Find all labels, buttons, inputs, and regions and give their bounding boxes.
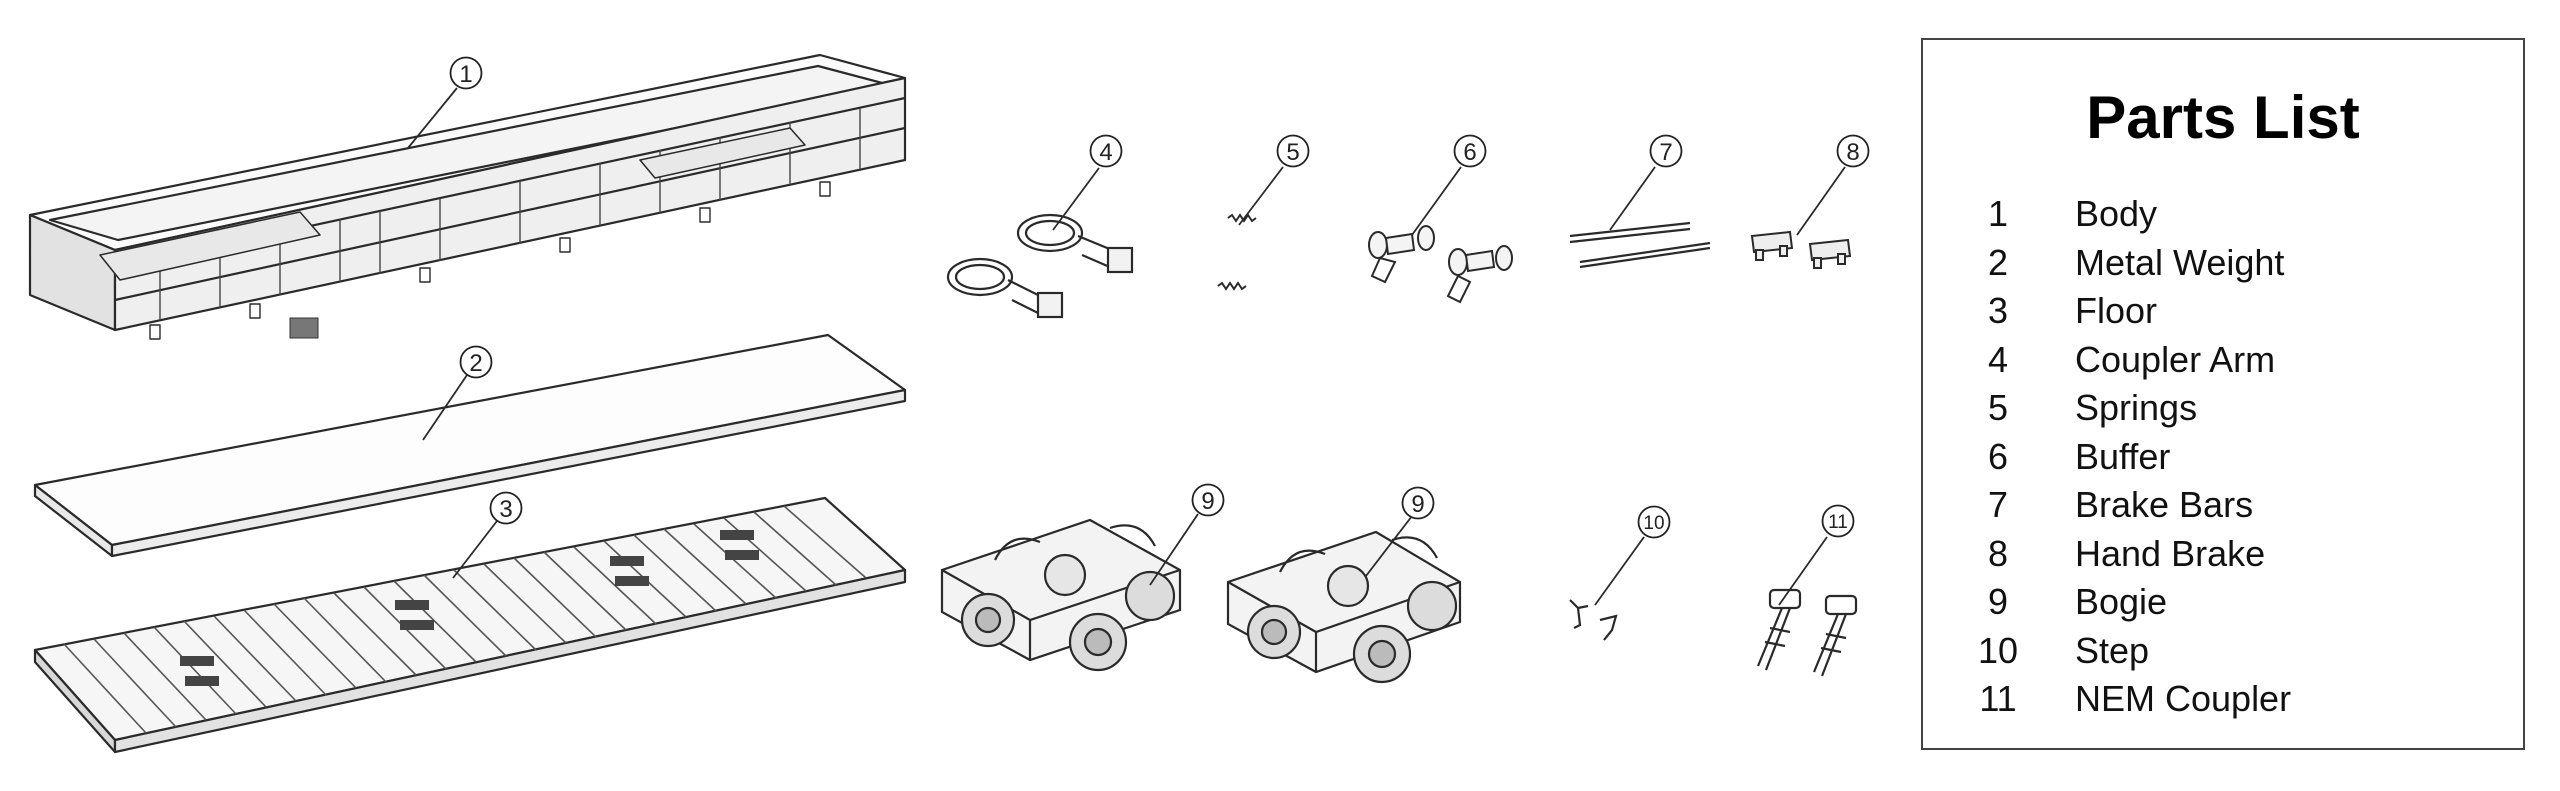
- parts-list-item-number: 10: [1977, 629, 2019, 671]
- callout-9-left-number: 9: [1201, 488, 1214, 515]
- callout-8: 8: [1836, 134, 1870, 168]
- parts-list: 1 Body 2 Metal Weight 3 Floor 4 Coupler Arm 5 Spr…: [1963, 190, 2291, 724]
- callout-11-number: 11: [1828, 512, 1848, 533]
- parts-list-item-name: Step: [2075, 629, 2150, 671]
- parts-list-item: 2 Metal Weight: [1963, 239, 2291, 288]
- callout-4: 4: [1089, 134, 1123, 168]
- parts-list-item-number: 8: [1987, 532, 2009, 574]
- callout-5: 5: [1276, 134, 1310, 168]
- parts-list-item: 9 Bogie: [1963, 578, 2291, 627]
- part-bogie-right: [1226, 530, 1462, 684]
- part-body: [28, 53, 907, 340]
- parts-list-item: 5 Springs: [1963, 384, 2291, 433]
- parts-list-item-name: Floor: [2075, 290, 2158, 332]
- parts-list-item-name: Springs: [2075, 387, 2198, 429]
- part-hand-brake: [1750, 230, 1852, 269]
- parts-list-item-name: Body: [2075, 193, 2158, 235]
- callout-5-number: 5: [1286, 139, 1299, 166]
- callout-11: 11: [1821, 504, 1855, 538]
- parts-list-item-number: 11: [1979, 678, 2017, 720]
- parts-list-item: 6 Buffer: [1963, 433, 2291, 482]
- part-brake-bars: [1569, 221, 1711, 269]
- parts-list-item-name: Brake Bars: [2075, 484, 2254, 526]
- part-step: [1569, 599, 1618, 641]
- parts-list-item-name: Coupler Arm: [2075, 338, 2276, 380]
- callout-3: 3: [489, 491, 523, 525]
- callout-9-right-number: 9: [1411, 491, 1424, 518]
- callout-10-number: 10: [1643, 513, 1664, 534]
- callout-3-number: 3: [499, 496, 512, 523]
- parts-list-item: 1 Body: [1963, 190, 2291, 239]
- parts-list-item: 3 Floor: [1963, 287, 2291, 336]
- callout-9-left: 9: [1191, 483, 1225, 517]
- callout-6-number: 6: [1463, 139, 1476, 166]
- callout-6: 6: [1453, 134, 1487, 168]
- parts-list-item: 4 Coupler Arm: [1963, 336, 2291, 385]
- callout-10: 10: [1637, 505, 1671, 539]
- part-coupler-arm: [946, 213, 1134, 319]
- parts-list-item: 11 NEM Coupler: [1963, 675, 2291, 724]
- part-bogie-left: [940, 518, 1182, 672]
- parts-list-title: Parts List: [2086, 84, 2360, 151]
- parts-list-item-number: 5: [1987, 387, 2009, 429]
- callout-1: 1: [449, 56, 483, 90]
- parts-list-item-name: Hand Brake: [2075, 532, 2266, 574]
- parts-list-item-number: 4: [1987, 338, 2009, 380]
- parts-list-item-number: 3: [1987, 290, 2009, 332]
- part-springs: [1217, 213, 1257, 291]
- parts-list-item: 8 Hand Brake: [1963, 530, 2291, 579]
- callout-7: 7: [1649, 134, 1683, 168]
- part-buffer: [1368, 225, 1513, 304]
- callout-9-right: 9: [1401, 486, 1435, 520]
- part-nem-coupler: [1756, 588, 1858, 677]
- callout-2-number: 2: [469, 350, 482, 377]
- callout-8-number: 8: [1846, 139, 1859, 166]
- parts-list-item: 10 Step: [1963, 627, 2291, 676]
- parts-list-item-name: NEM Coupler: [2075, 678, 2292, 720]
- parts-list-panel: Parts List 1 Body 2 Metal Weight 3 Floor 4 Coup…: [1921, 38, 2525, 750]
- parts-list-item-number: 7: [1987, 484, 2009, 526]
- part-floor: [33, 496, 907, 754]
- parts-list-item-name: Metal Weight: [2075, 241, 2285, 283]
- callout-2: 2: [459, 345, 493, 379]
- parts-list-item-name: Buffer: [2075, 435, 2171, 477]
- parts-list-item-number: 6: [1987, 435, 2009, 477]
- parts-list-item-number: 2: [1987, 241, 2009, 283]
- callout-7-number: 7: [1659, 139, 1672, 166]
- parts-list-item-number: 9: [1987, 581, 2009, 623]
- parts-list-item: 7 Brake Bars: [1963, 481, 2291, 530]
- parts-list-item-name: Bogie: [2075, 581, 2168, 623]
- callout-1-number: 1: [459, 61, 472, 88]
- part-metal-weight: [33, 333, 907, 558]
- parts-list-item-number: 1: [1987, 193, 2009, 235]
- callout-4-number: 4: [1099, 139, 1112, 166]
- leader-lines: [407, 87, 1846, 606]
